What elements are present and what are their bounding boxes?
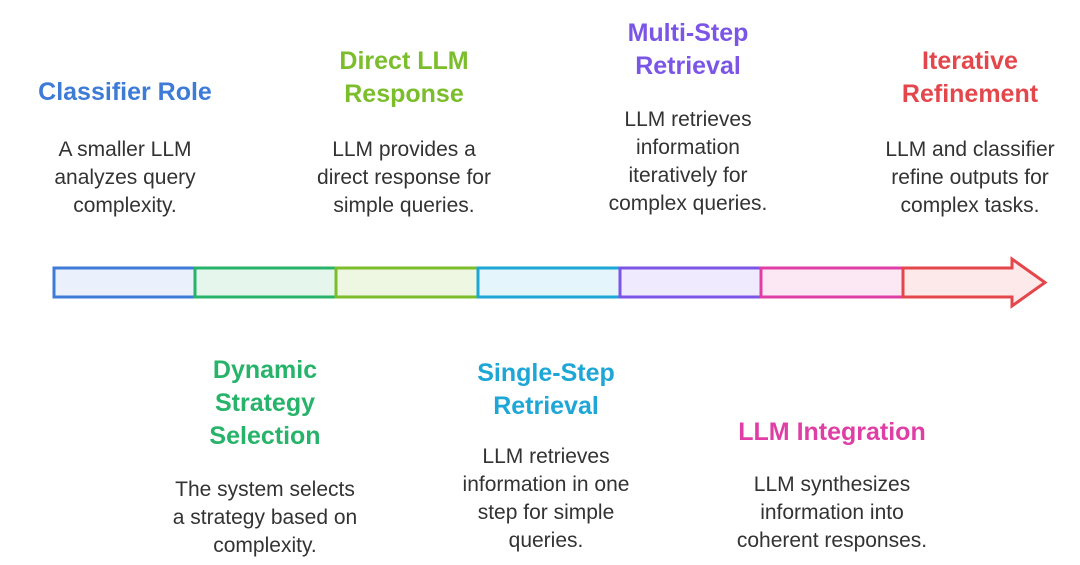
timeline-segment-2 bbox=[193, 266, 338, 299]
step-description: LLM and classifier refine outputs for co… bbox=[885, 138, 1055, 217]
timeline-segment-3 bbox=[334, 266, 480, 299]
timeline-segment-1 bbox=[52, 266, 197, 299]
step-dynamic-strategy-selection: Dynamic Strategy Selection The system se… bbox=[145, 354, 385, 560]
step-title: Iterative Refinement bbox=[901, 47, 1039, 108]
timeline-segment-6 bbox=[759, 266, 905, 299]
timeline-arrowhead-segment-7 bbox=[901, 256, 1048, 309]
step-description: LLM retrieves information in one step fo… bbox=[462, 445, 630, 552]
step-title: Multi-Step Retrieval bbox=[627, 19, 749, 80]
step-description: A smaller LLM analyzes query complexity. bbox=[54, 138, 196, 217]
step-multi-step-retrieval: Multi-Step Retrieval LLM retrieves infor… bbox=[568, 17, 808, 218]
step-title: Classifier Role bbox=[38, 78, 212, 106]
step-iterative-refinement: Iterative Refinement LLM and classifier … bbox=[850, 45, 1080, 220]
timeline-segment-5 bbox=[618, 266, 763, 299]
step-description: The system selects a strategy based on c… bbox=[172, 478, 358, 557]
step-title: Dynamic Strategy Selection bbox=[209, 356, 321, 450]
step-title: Direct LLM Response bbox=[339, 47, 469, 108]
step-description: LLM provides a direct response for simpl… bbox=[317, 138, 491, 217]
timeline-segment-4 bbox=[476, 266, 622, 299]
step-classifier-role: Classifier Role A smaller LLM analyzes q… bbox=[5, 76, 245, 220]
step-title: LLM Integration bbox=[738, 418, 926, 446]
step-description: LLM retrieves information iteratively fo… bbox=[608, 108, 768, 215]
step-direct-llm-response: Direct LLM Response LLM provides a direc… bbox=[284, 45, 524, 220]
step-description: LLM synthesizes information into coheren… bbox=[736, 473, 928, 552]
step-single-step-retrieval: Single-Step Retrieval LLM retrieves info… bbox=[426, 357, 666, 555]
step-title: Single-Step Retrieval bbox=[477, 359, 615, 420]
step-llm-integration: LLM Integration LLM synthesizes informat… bbox=[712, 416, 952, 555]
